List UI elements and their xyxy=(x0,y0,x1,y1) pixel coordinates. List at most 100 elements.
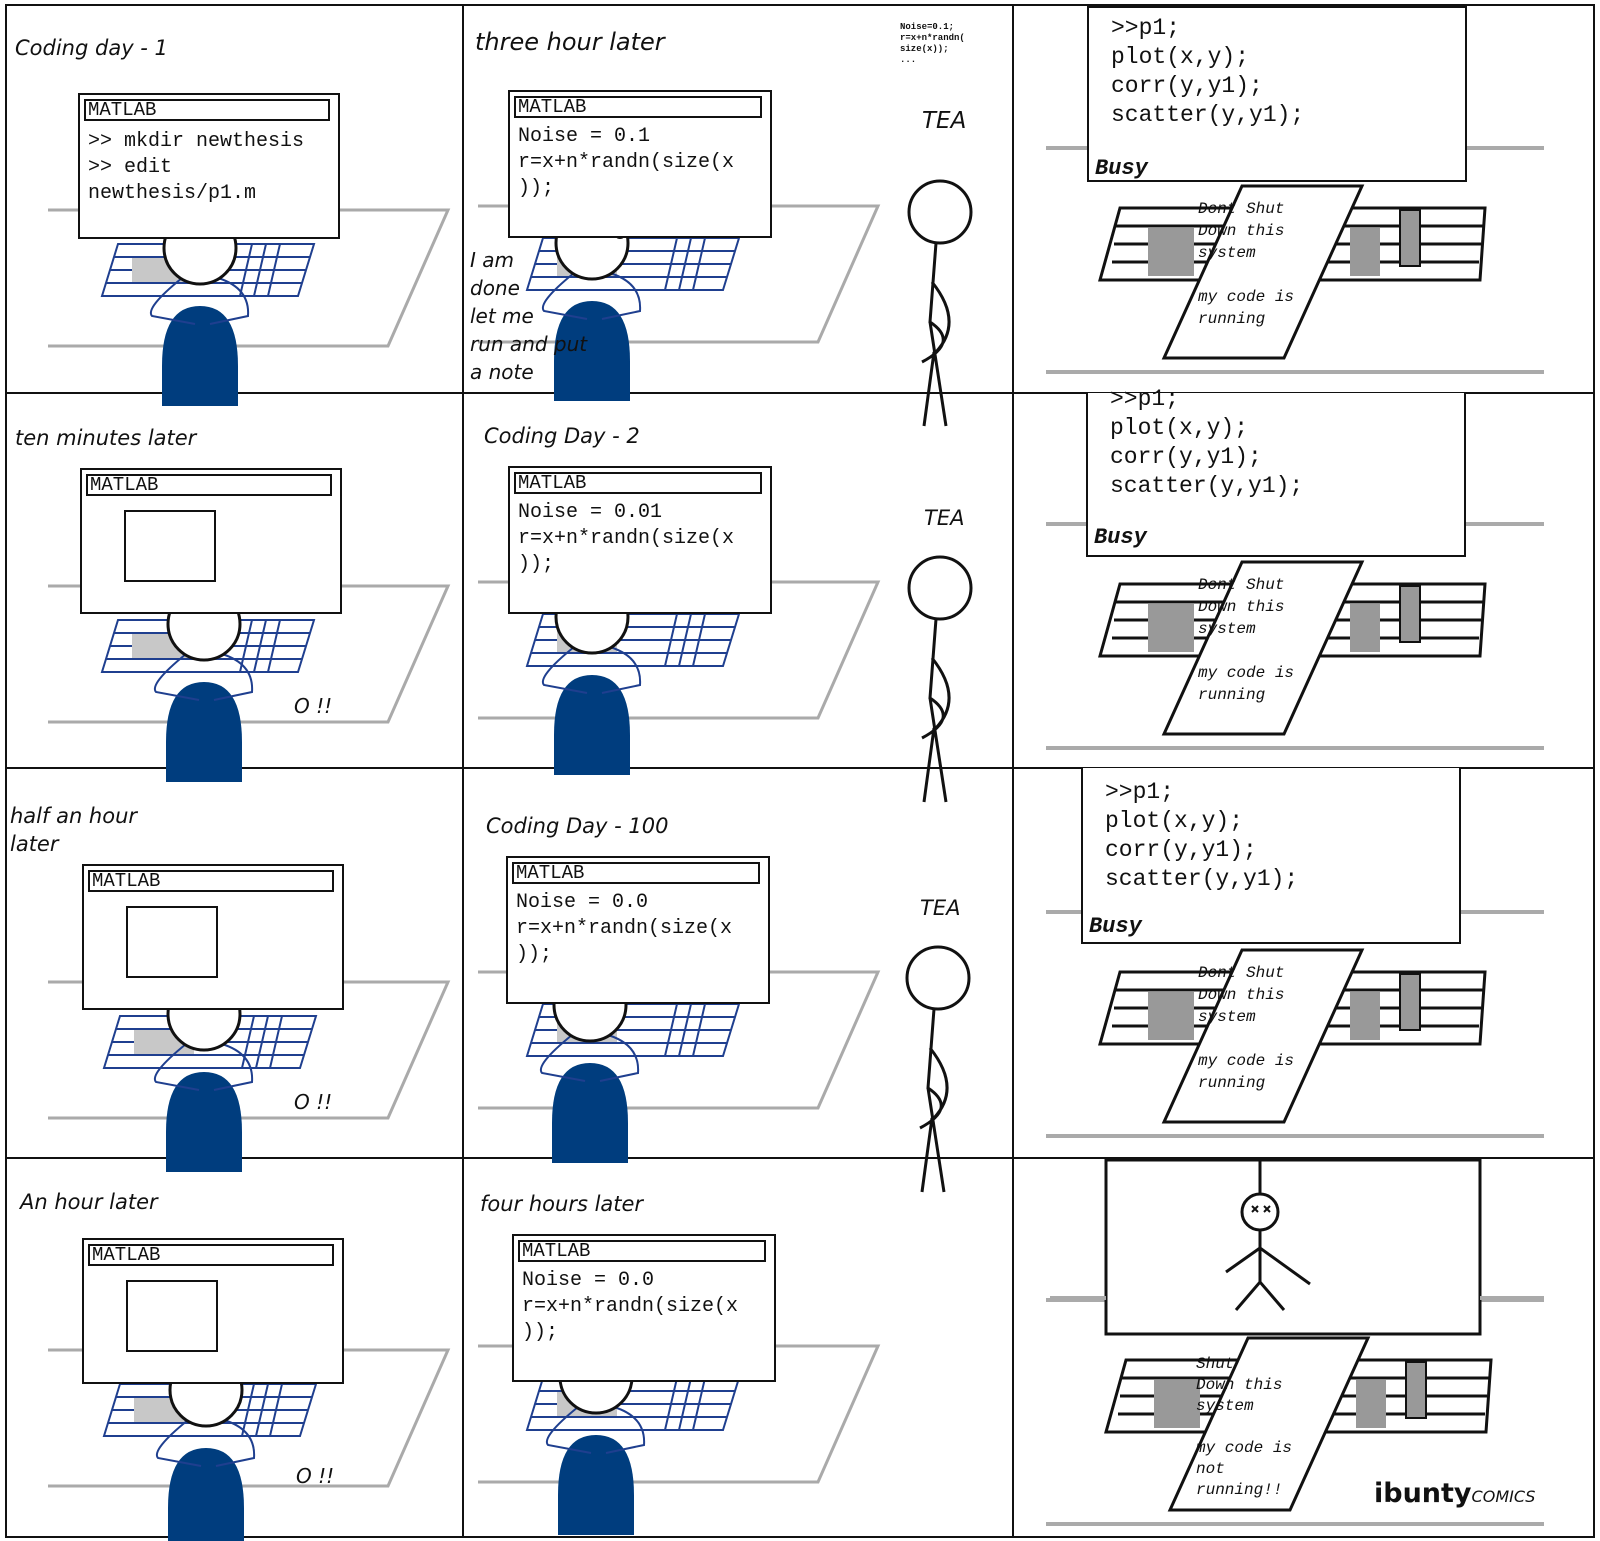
logo-sub: COMICS xyxy=(1471,1487,1536,1506)
rack-block xyxy=(1148,992,1194,1040)
busy-monitor-3: >>p1; plot(x,y); corr(y,y1); scatter(y,y… xyxy=(1081,768,1461,944)
sticky-paper xyxy=(1161,948,1365,1124)
command-code: >> mkdir newthesis >> edit newthesis/p1.… xyxy=(88,130,305,205)
rack-block xyxy=(1399,209,1421,267)
panel-grid xyxy=(5,4,1595,1538)
keyboard-column xyxy=(678,237,692,291)
run-code: >>p1; plot(x,y); corr(y,y1); scatter(y,y… xyxy=(1110,386,1304,499)
matlab-window-6: MATLAB Noise = 0.01 r=x+n*randn(size(x )… xyxy=(508,466,772,614)
stick-body xyxy=(921,242,951,427)
tea-label-2: TEA xyxy=(924,506,965,530)
noise-code: Noise = 0.0 r=x+n*randn(size(x )); xyxy=(522,1269,739,1344)
rack-block xyxy=(1399,973,1421,1031)
window-title: MATLAB xyxy=(86,474,332,496)
noise-code: Noise = 0.1 r=x+n*randn(size(x )); xyxy=(518,125,735,200)
person-body xyxy=(552,1063,628,1163)
keyboard-column xyxy=(678,613,692,667)
arm-right xyxy=(215,1419,256,1467)
stick-head xyxy=(907,555,973,621)
caption-coding-day-2: Coding Day - 2 xyxy=(484,424,640,448)
caption-four-hours-later: four hours later xyxy=(480,1192,644,1216)
window-title: MATLAB xyxy=(88,870,334,892)
keyboard-column xyxy=(692,613,706,667)
rack-block xyxy=(1350,228,1380,276)
busy-monitor-1: >>p1; plot(x,y); corr(y,y1); scatter(y,y… xyxy=(1087,6,1467,182)
noise-code: Noise = 0.01 r=x+n*randn(size(x )); xyxy=(518,501,735,576)
keyboard-column xyxy=(269,1383,283,1437)
tea-label-3: TEA xyxy=(920,896,961,920)
keyboard-column xyxy=(255,1015,269,1069)
arm-left xyxy=(541,646,588,694)
keyboard-column xyxy=(692,237,706,291)
ibunty-comics-logo: ibuntyCOMICS xyxy=(1374,1478,1535,1509)
arm-left xyxy=(545,1406,592,1454)
keyboard-column xyxy=(678,1377,692,1431)
rack-block xyxy=(1154,1380,1200,1428)
run-code: >>p1; plot(x,y); corr(y,y1); scatter(y,y… xyxy=(1105,779,1299,892)
exclaim-1: O !! xyxy=(294,694,333,718)
busy-label: Busy xyxy=(1089,914,1142,939)
person-body xyxy=(162,306,238,406)
stick-body xyxy=(919,1008,949,1193)
caption-an-hour-later: An hour later xyxy=(20,1190,158,1214)
arm-left xyxy=(539,1034,586,1082)
hanged-stick-body xyxy=(1225,1230,1311,1311)
plot-thumbnail xyxy=(126,906,218,978)
busy-label: Busy xyxy=(1094,525,1147,550)
sticky-paper xyxy=(1161,184,1365,360)
busy-monitor-2: >>p1; plot(x,y); corr(y,y1); scatter(y,y… xyxy=(1086,386,1466,557)
matlab-window-8: MATLAB Noise = 0.0 r=x+n*randn(size(x ))… xyxy=(512,1234,776,1382)
arm-right xyxy=(213,653,254,701)
keyboard-column xyxy=(241,1015,255,1069)
rack-block xyxy=(1350,604,1380,652)
plot-thumbnail xyxy=(124,510,216,582)
plot-thumbnail xyxy=(126,1280,218,1352)
keyboard-column xyxy=(253,619,267,673)
matlab-window-5: MATLAB Noise = 0.1 r=x+n*randn(size(x ))… xyxy=(508,90,772,238)
keyboard-column xyxy=(253,243,267,297)
arm-left xyxy=(541,272,588,320)
keyboard-column xyxy=(664,1377,678,1431)
arm-left xyxy=(153,1043,200,1091)
speech-i-am-done: I am done let me run and put a note xyxy=(470,248,588,384)
tiny-code-note: Noise=0.1; r=x+n*randn( size(x)); ... xyxy=(900,22,965,65)
rack-block xyxy=(1356,1380,1386,1428)
keyboard-column xyxy=(239,243,253,297)
keyboard-column xyxy=(239,619,253,673)
sticky-paper xyxy=(1161,560,1365,736)
rack-block xyxy=(1148,228,1194,276)
caption-ten-minutes-later: ten minutes later xyxy=(15,426,197,450)
window-title: MATLAB xyxy=(512,862,760,884)
arm-right xyxy=(601,272,642,320)
matlab-window-4: MATLAB xyxy=(82,1238,344,1384)
rack-block xyxy=(1148,604,1194,652)
person-body xyxy=(166,1072,242,1172)
stick-body xyxy=(921,618,951,803)
keyboard-column xyxy=(241,1383,255,1437)
logo-main: ibunty xyxy=(1374,1478,1472,1509)
caption-coding-day-100: Coding Day - 100 xyxy=(486,814,669,838)
sticky-note-1: Dont Shut Down this system my code is ru… xyxy=(1198,200,1295,328)
keyboard-column xyxy=(255,1383,269,1437)
tea-label-1: TEA xyxy=(922,108,967,134)
sticky-note-3: Dont Shut Down this system my code is ru… xyxy=(1198,964,1295,1092)
window-title: MATLAB xyxy=(518,1240,766,1262)
arm-right xyxy=(209,277,250,325)
sticky-note-2: Dont Shut Down this system my code is ru… xyxy=(1198,576,1295,704)
window-title: MATLAB xyxy=(88,1244,334,1266)
arm-left xyxy=(149,277,196,325)
matlab-window-1: MATLAB >> mkdir newthesis >> edit newthe… xyxy=(78,93,340,239)
noise-code: Noise = 0.0 r=x+n*randn(size(x )); xyxy=(516,891,733,966)
stick-head xyxy=(905,945,971,1011)
stick-head xyxy=(907,179,973,245)
matlab-window-3: MATLAB xyxy=(82,864,344,1010)
keyboard-column xyxy=(664,1003,678,1057)
person-body xyxy=(558,1435,634,1535)
arm-right xyxy=(213,1043,254,1091)
keyboard-column xyxy=(269,1015,283,1069)
arm-left xyxy=(155,1419,202,1467)
busy-label: Busy xyxy=(1095,156,1148,181)
keyboard-column xyxy=(664,237,678,291)
person-body xyxy=(554,675,630,775)
keyboard-column xyxy=(692,1377,706,1431)
